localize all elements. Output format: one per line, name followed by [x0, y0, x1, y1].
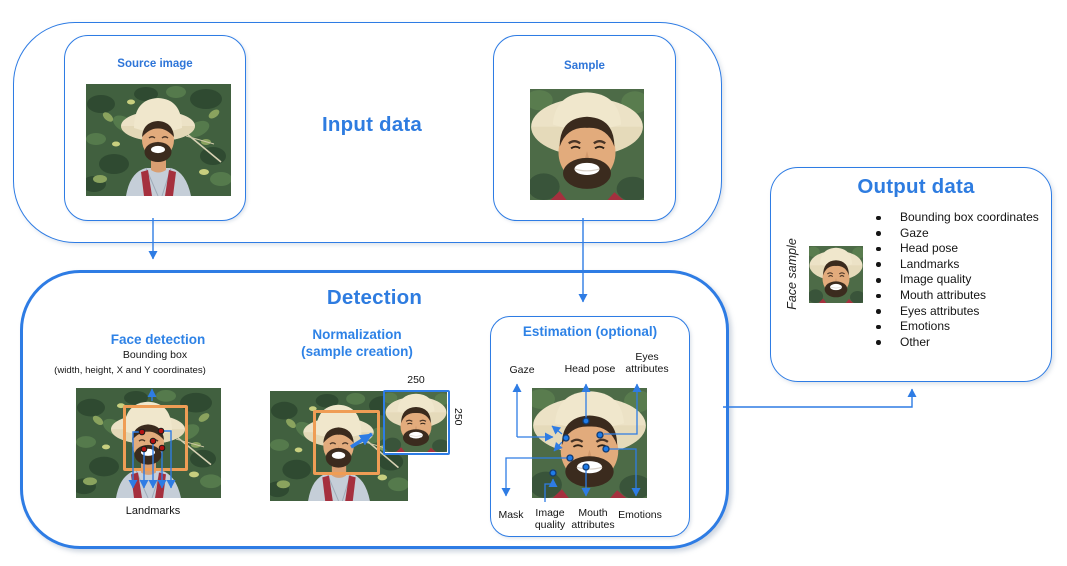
output-data-container: Output data Face sample Bounding box coo…: [770, 167, 1052, 382]
normalization-bounding-box: [313, 410, 380, 475]
sample-photo: [530, 89, 644, 200]
normalized-sample-box: [383, 390, 450, 455]
output-list-item: Image quality: [873, 272, 1045, 288]
normalization-title: Normalization: [312, 327, 402, 342]
eyes-attributes-label: Eyes attributes: [625, 351, 669, 375]
head-pose-label: Head pose: [564, 363, 616, 375]
normalization-subtitle: (sample creation): [301, 344, 413, 359]
image-quality-label: Image quality: [534, 507, 566, 531]
gaze-label: Gaze: [509, 364, 535, 376]
sample-width-label: 250: [407, 374, 425, 386]
input-data-title: Input data: [322, 113, 422, 136]
estimation-photo: [532, 388, 647, 498]
face-detection-title: Face detection: [110, 332, 206, 347]
output-list-item: Head pose: [873, 241, 1045, 257]
sample-box: Sample: [493, 35, 676, 221]
bounding-box-label: Bounding box: [122, 349, 188, 361]
mask-label: Mask: [498, 509, 524, 521]
output-list-item: Emotions: [873, 319, 1045, 335]
output-list-item: Mouth attributes: [873, 288, 1045, 304]
source-image-label: Source image: [117, 58, 193, 70]
estimation-title: Estimation (optional): [522, 324, 658, 339]
landmarks-label: Landmarks: [125, 505, 181, 517]
detection-title: Detection: [326, 286, 423, 309]
mouth-attributes-label: Mouth attributes: [571, 507, 615, 531]
output-list-item: Landmarks: [873, 257, 1045, 273]
face-bounding-box: [123, 405, 188, 471]
output-list-item: Bounding box coordinates: [873, 210, 1045, 226]
source-image-photo: [86, 84, 231, 196]
input-data-container: Source image Sample Input data: [13, 22, 722, 243]
normalized-sample-photo: [385, 392, 447, 452]
output-face-sample-photo: [809, 246, 863, 303]
bounding-box-sublabel: (width, height, X and Y coordinates): [54, 365, 206, 376]
source-image-box: Source image: [64, 35, 246, 221]
face-sample-label: Face sample: [785, 238, 799, 310]
emotions-label: Emotions: [618, 509, 662, 521]
output-list-item: Other: [873, 335, 1045, 351]
estimation-box: Estimation (optional) Gaze Head pose Eye…: [490, 316, 690, 537]
sample-label: Sample: [564, 60, 605, 72]
output-list-item: Eyes attributes: [873, 304, 1045, 320]
output-data-title: Output data: [857, 175, 975, 198]
output-list-item: Gaze: [873, 226, 1045, 242]
detection-container: Detection Face detection Bounding box (w…: [20, 270, 729, 549]
sample-height-label: 250: [452, 408, 464, 426]
arrow-detection-to-output: [723, 388, 917, 408]
